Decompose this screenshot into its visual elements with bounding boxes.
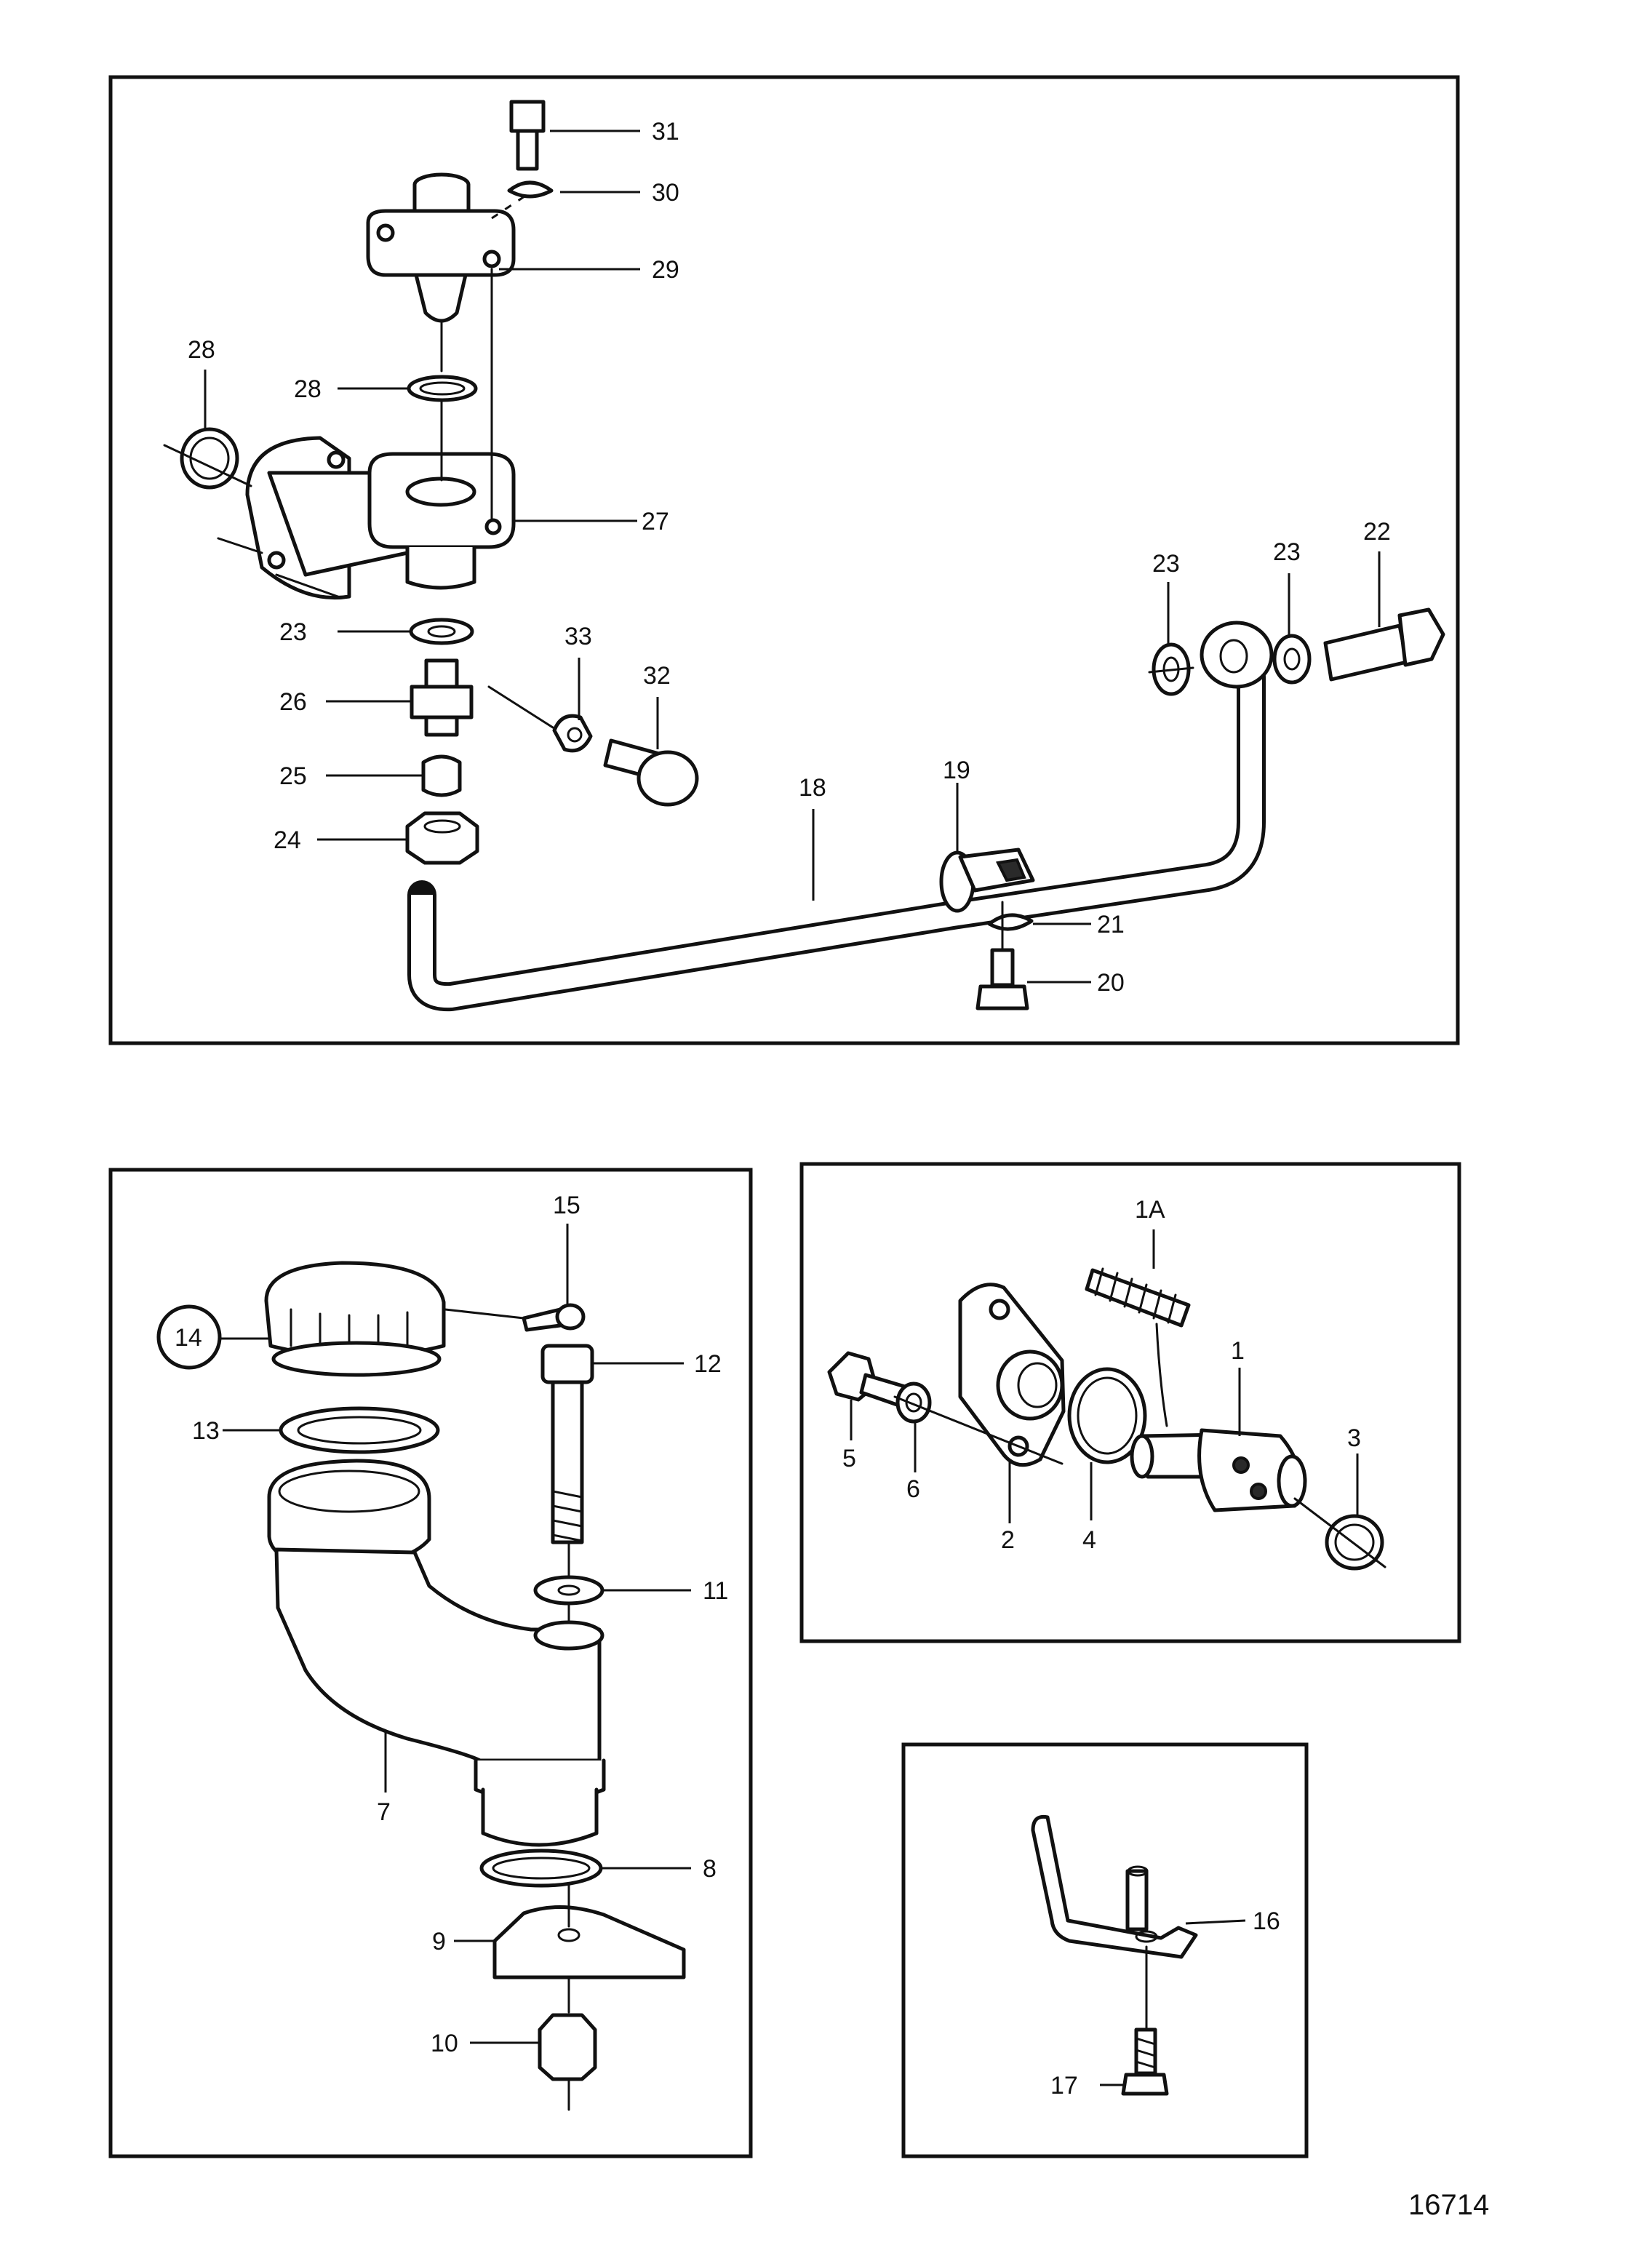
part-14-filler-cap bbox=[264, 1261, 446, 1377]
callout-20: 20 bbox=[1097, 969, 1125, 997]
callout-12: 12 bbox=[694, 1350, 722, 1378]
callout-11: 11 bbox=[703, 1577, 728, 1605]
part-25-ferrule bbox=[421, 754, 462, 797]
part-8-o-ring bbox=[479, 1849, 603, 1888]
callout-30: 30 bbox=[652, 179, 679, 207]
panel-4-leader-lines bbox=[1100, 1919, 1246, 2086]
callout-23-right-b: 23 bbox=[1273, 538, 1301, 566]
part-banjo-eye-fitting bbox=[1200, 621, 1274, 689]
callout-31: 31 bbox=[652, 118, 679, 145]
callout-18: 18 bbox=[799, 774, 826, 802]
part-16-bracket bbox=[1031, 1814, 1198, 1959]
panel-2-callouts: 14 15 12 13 11 7 8 9 10 bbox=[156, 1192, 728, 2057]
panel-drain-pipe-assembly bbox=[108, 75, 1460, 1045]
part-20-bolt bbox=[975, 948, 1029, 1010]
panel-bracket-assembly bbox=[901, 1742, 1309, 2158]
part-5-bolt bbox=[827, 1351, 907, 1408]
callout-28-upper: 28 bbox=[294, 375, 322, 403]
callout-5: 5 bbox=[842, 1445, 856, 1472]
callout-24: 24 bbox=[274, 826, 301, 854]
callout-9: 9 bbox=[432, 1928, 446, 1955]
part-33-washer bbox=[552, 714, 593, 753]
part-31-bolt bbox=[509, 100, 546, 171]
part-10-nut bbox=[538, 2013, 597, 2081]
part-1-valve-piston bbox=[1130, 1428, 1307, 1512]
part-6-washer bbox=[895, 1381, 932, 1424]
part-29-valve-body bbox=[366, 172, 516, 323]
callout-10: 10 bbox=[431, 2030, 458, 2057]
callout-29: 29 bbox=[652, 256, 679, 284]
callout-4: 4 bbox=[1082, 1526, 1096, 1554]
callout-28-side: 28 bbox=[188, 336, 215, 364]
panel-1-callouts: 31 30 29 28 28 27 23 26 25 24 33 32 18 1… bbox=[188, 118, 1391, 997]
part-11-washer bbox=[533, 1575, 604, 1606]
panel-1-leader-lines bbox=[204, 129, 1381, 984]
callout-15: 15 bbox=[553, 1192, 580, 1219]
part-27-elbow-housing bbox=[245, 436, 516, 600]
callout-32: 32 bbox=[643, 662, 671, 690]
panel-filler-neck-assembly bbox=[108, 1168, 753, 2158]
drawing-reference-number: 16714 bbox=[1408, 2189, 1489, 2221]
part-13-gasket bbox=[279, 1406, 440, 1454]
callout-7: 7 bbox=[377, 1798, 391, 1826]
part-1A-spring bbox=[1085, 1267, 1191, 1328]
callout-13: 13 bbox=[192, 1417, 220, 1445]
part-23-washer-left bbox=[409, 618, 474, 645]
callout-16: 16 bbox=[1253, 1907, 1280, 1935]
callout-6: 6 bbox=[906, 1475, 920, 1503]
callout-19: 19 bbox=[943, 757, 970, 784]
part-1A-alignment bbox=[1155, 1323, 1168, 1427]
panel-3-callouts: 1A 1 3 5 6 2 4 bbox=[842, 1196, 1361, 1554]
part-28-seal-upper bbox=[407, 375, 478, 402]
callout-25: 25 bbox=[279, 762, 307, 790]
part-29-dashed-alignment bbox=[491, 194, 527, 220]
part-15-screw bbox=[522, 1303, 586, 1332]
callout-33: 33 bbox=[564, 623, 592, 650]
part-30-lock-washer bbox=[507, 180, 554, 199]
panel-relief-valve-assembly bbox=[799, 1162, 1461, 1643]
callout-27: 27 bbox=[642, 508, 669, 535]
part-18-pipe-inner bbox=[411, 677, 1262, 1008]
part-9-mounting-plate bbox=[492, 1905, 686, 1979]
callout-8: 8 bbox=[703, 1855, 717, 1883]
callout-1: 1 bbox=[1231, 1337, 1245, 1365]
callout-3: 3 bbox=[1347, 1424, 1361, 1452]
callout-21: 21 bbox=[1097, 911, 1125, 938]
callout-2: 2 bbox=[1001, 1526, 1015, 1554]
part-23-washer-right-b bbox=[1272, 634, 1312, 685]
part-2-flange-housing bbox=[958, 1283, 1066, 1467]
part-4-o-ring bbox=[1067, 1367, 1147, 1464]
callout-17: 17 bbox=[1050, 2072, 1078, 2100]
callout-14-circle bbox=[156, 1304, 222, 1370]
part-26-adapter-nipple bbox=[410, 658, 474, 737]
part-12-bolt bbox=[540, 1344, 594, 1544]
callout-23-left: 23 bbox=[279, 618, 307, 646]
callout-23-right-a: 23 bbox=[1152, 550, 1180, 578]
callout-14: 14 bbox=[175, 1324, 202, 1352]
panel-2-leader-lines bbox=[220, 1224, 691, 2044]
callout-22: 22 bbox=[1363, 518, 1391, 546]
panel-3-leader-lines bbox=[850, 1229, 1359, 1523]
part-22-banjo-bolt bbox=[1323, 607, 1445, 682]
part-17-screw bbox=[1121, 2027, 1169, 2096]
panel-4-callouts: 16 17 bbox=[1050, 1907, 1280, 2100]
callout-26: 26 bbox=[279, 688, 307, 716]
callout-1A: 1A bbox=[1135, 1196, 1165, 1224]
part-32-banjo-bolt bbox=[603, 738, 699, 807]
